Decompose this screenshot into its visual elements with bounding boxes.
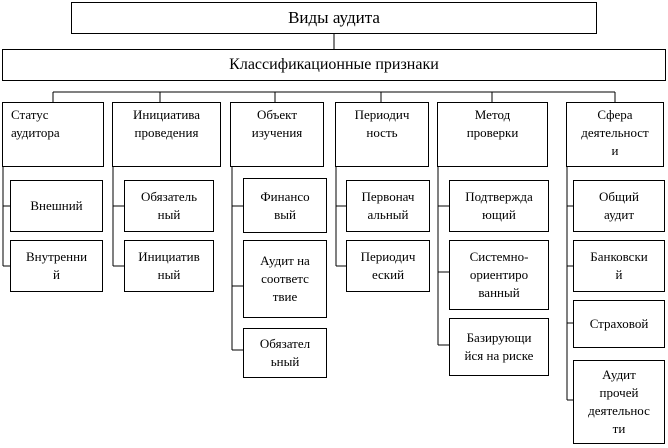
- item-external: Внешний: [10, 180, 103, 232]
- category-header-periodicity: Периодич ность: [335, 102, 429, 167]
- title-box: Виды аудита: [71, 2, 597, 34]
- item-risk-based: Базирующи йся на риске: [449, 318, 549, 376]
- item-mandatory: Обязатель ный: [124, 180, 214, 232]
- item-initial: Первонач альный: [346, 180, 430, 232]
- item-insurance: Страховой: [573, 300, 665, 348]
- item-other-activity: Аудит прочей деятельнос ти: [573, 360, 665, 444]
- item-compliance-audit: Аудит на соответс твие: [243, 240, 327, 318]
- category-header-object: Объект изучения: [230, 102, 324, 167]
- item-periodic: Периодич еский: [346, 240, 430, 292]
- category-header-method: Метод проверки: [437, 102, 548, 167]
- item-banking: Банковски й: [573, 240, 665, 292]
- item-internal: Внутренни й: [10, 240, 103, 292]
- item-financial: Финансо вый: [243, 178, 327, 233]
- category-header-initiative: Инициатива проведения: [112, 102, 221, 167]
- item-initiative: Инициатив ный: [124, 240, 214, 292]
- item-confirming: Подтвержда ющий: [449, 180, 549, 232]
- category-header-status: Статус аудитора: [2, 102, 104, 167]
- item-obligatory: Обязател ьный: [243, 328, 327, 378]
- item-general-audit: Общий аудит: [573, 180, 665, 232]
- item-system-oriented: Системно- ориентиро ванный: [449, 240, 549, 310]
- category-header-sphere: Сфера деятельност и: [566, 102, 664, 167]
- classification-box: Классификационные признаки: [2, 49, 666, 81]
